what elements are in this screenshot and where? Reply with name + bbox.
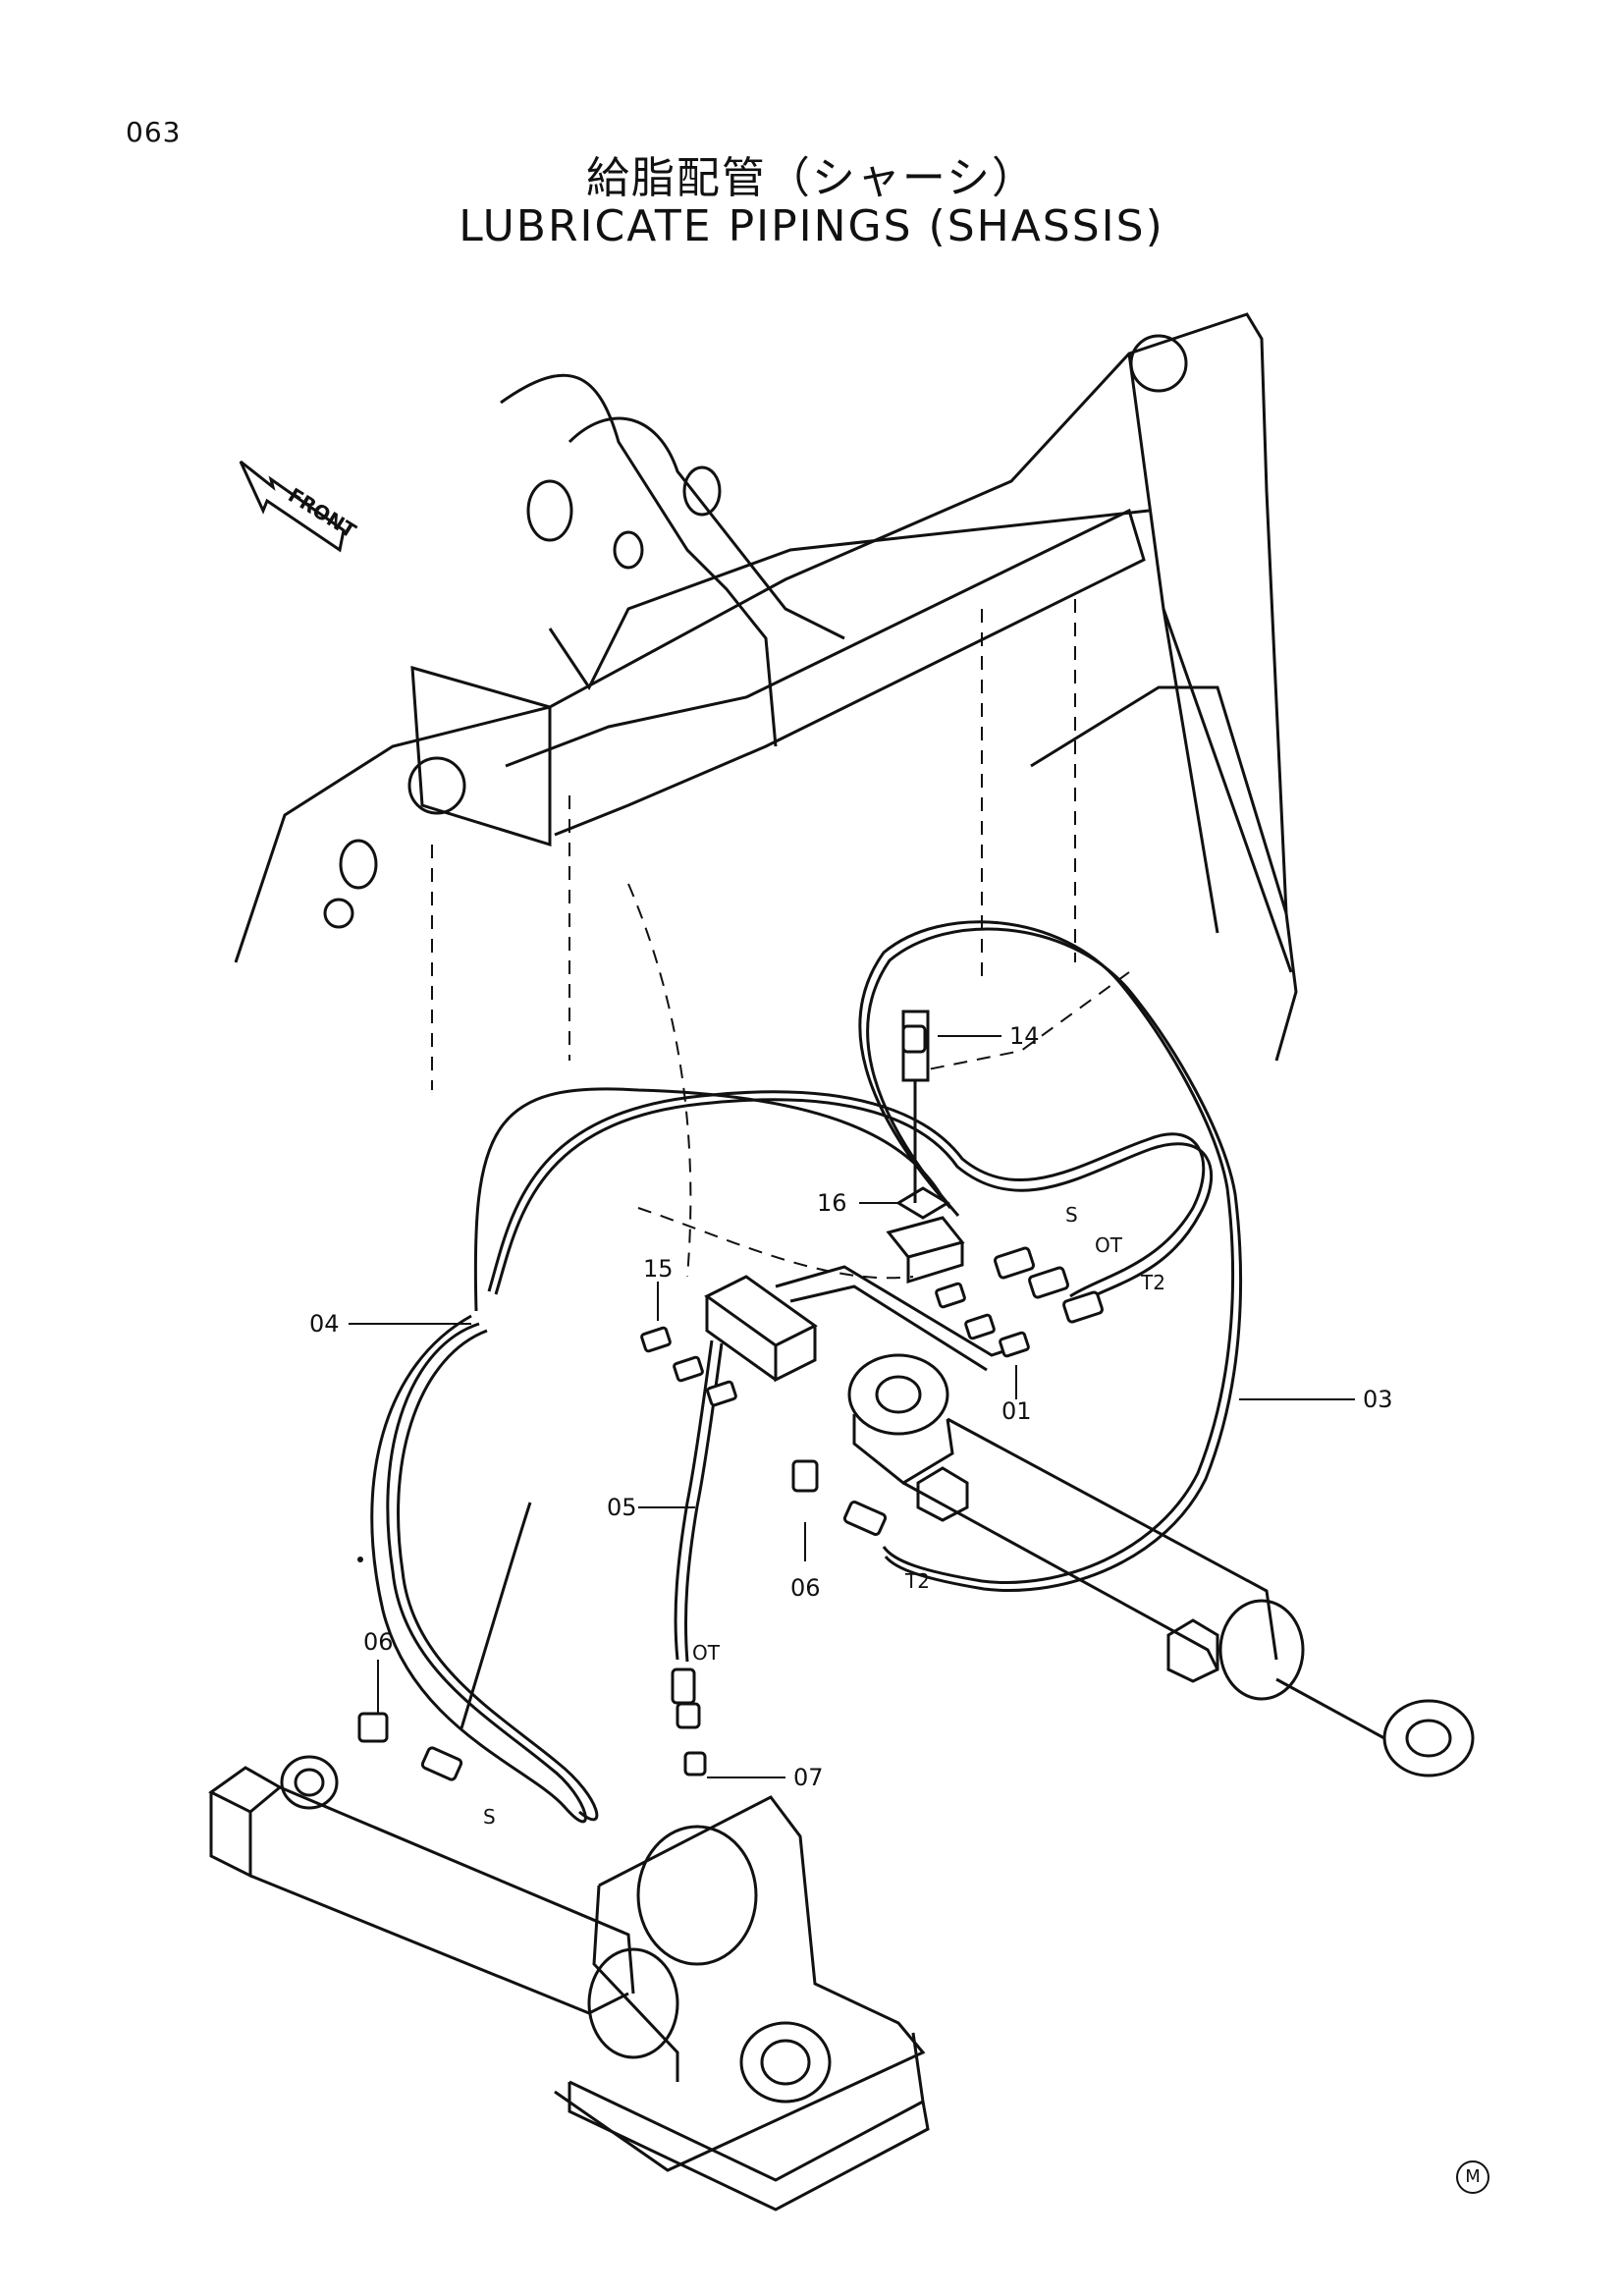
hidden-lines (431, 599, 1130, 1280)
callout-04: 04 (309, 1310, 340, 1338)
title-japanese: 給脂配管（シャーシ） (585, 153, 1038, 203)
corner-mark: M (1456, 2160, 1489, 2194)
upper-cylinder-assembly (847, 1353, 1475, 1777)
lubrication-manifold (704, 1216, 1022, 1383)
pipe-end-labels: S OT T2 T2 OT S (483, 1203, 1165, 1829)
callout-05: 05 (607, 1494, 637, 1521)
title-english: LUBRICATE PIPINGS (SHASSIS) (459, 201, 1164, 251)
lubrication-pipes (370, 920, 1243, 1824)
pipe-label-t2-bottom: T2 (904, 1569, 930, 1593)
grease-fittings (357, 1024, 1104, 1781)
front-arrow-icon: FRONT (239, 460, 360, 553)
callout-06-lower: 06 (363, 1628, 394, 1656)
callout-16: 16 (817, 1189, 847, 1217)
pipe-label-ot-bottom: OT (692, 1641, 721, 1665)
chassis-frame (234, 312, 1298, 1062)
pipe-label-t2-top: T2 (1140, 1271, 1165, 1294)
stray-dot (357, 1557, 363, 1562)
bolt-and-clamp (895, 1010, 950, 1220)
callout-01: 01 (1001, 1397, 1032, 1425)
callout-leaders (349, 1035, 1355, 1778)
page-number: 063 (126, 116, 182, 148)
callout-15: 15 (643, 1255, 674, 1283)
pipe-label-ot-top: OT (1095, 1233, 1123, 1257)
callout-06-upper: 06 (790, 1574, 821, 1602)
callout-labels: 01 03 04 05 06 06 07 14 15 16 (309, 1022, 1393, 1791)
lower-cylinder-assembly (208, 1755, 930, 2212)
callout-07: 07 (793, 1764, 824, 1791)
callout-03: 03 (1363, 1386, 1393, 1413)
pipe-label-s-top: S (1065, 1203, 1078, 1227)
callout-14: 14 (1009, 1022, 1040, 1050)
pipe-label-s-bottom: S (483, 1805, 496, 1829)
